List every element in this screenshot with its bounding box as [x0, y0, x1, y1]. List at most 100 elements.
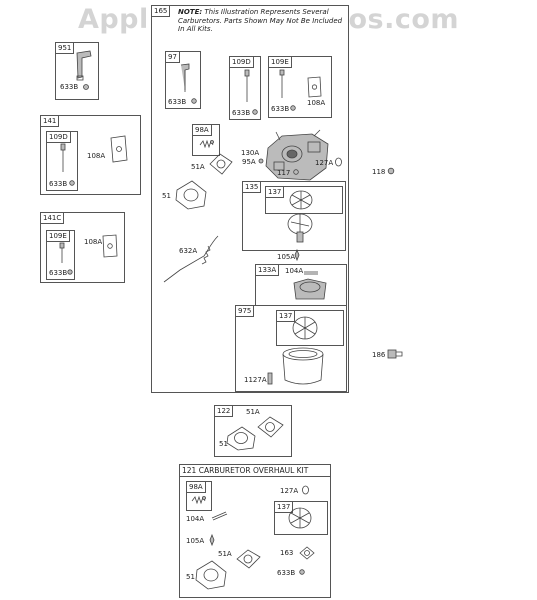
throttle-shaft-icon [59, 242, 65, 263]
subkit-137[interactable]: 137 [265, 186, 343, 214]
kit-951[interactable]: 951 633B [55, 42, 99, 100]
float-bowl-gasket-icon [289, 190, 313, 210]
fuel-fitting-icon [387, 349, 403, 359]
subkit-975-label: 975 [236, 306, 255, 317]
gasket-icon [209, 153, 233, 175]
part-51-label: 51 [186, 573, 195, 581]
inlet-needle-icon [209, 533, 215, 547]
subkit-137-label: 137 [277, 311, 296, 322]
float-bowl-gasket-icon [288, 507, 312, 529]
screw-icon [67, 269, 73, 275]
subkit-135[interactable]: 135 137 [242, 181, 346, 251]
idle-jet-icon [258, 158, 264, 164]
screw-icon [191, 98, 197, 104]
kit-951-label: 951 [56, 43, 75, 54]
part-632A-label: 632A [179, 247, 198, 255]
governor-lever-icon [76, 50, 92, 81]
fitting-icon [293, 169, 299, 175]
part-51-label: 51 [219, 440, 228, 448]
welch-plug-icon [302, 485, 309, 495]
throttle-shaft-icon [60, 143, 66, 172]
part-51A-label: 51A [191, 163, 205, 171]
screw-icon [83, 84, 89, 90]
note-prefix: NOTE: [178, 8, 203, 16]
idle-screw-spring-icon [199, 139, 214, 149]
kit-121[interactable]: 121 CARBURETOR OVERHAUL KIT 98A 127A 104… [179, 464, 331, 598]
part-51A-label: 51A [246, 408, 260, 416]
float-icon [287, 213, 313, 243]
assembly-165[interactable]: 165 NOTE: This Illustration Represents S… [151, 5, 349, 393]
part-118-label: 118 [372, 168, 386, 176]
part-108A-label: 108A [307, 99, 326, 107]
subkit-137-label: 137 [266, 187, 285, 198]
kit-141C[interactable]: 141C 109E 633B 108A [40, 212, 125, 283]
governor-link-spring-icon [163, 235, 219, 283]
part-186-label: 186 [372, 351, 386, 359]
inlet-needle-icon [294, 248, 300, 262]
screw-icon [69, 180, 75, 186]
part-104A-label: 104A [285, 267, 304, 275]
subkit-109D-label: 109D [230, 57, 254, 68]
part-108A-label: 108A [87, 152, 106, 160]
part-633B-label: 633B [49, 180, 68, 188]
idle-screw-spring-icon [191, 495, 206, 505]
spacer-gasket-icon [195, 560, 227, 590]
float-pin-icon [211, 511, 228, 521]
gasket-icon [236, 549, 261, 569]
part-163-label: 163 [280, 549, 294, 557]
screw-icon [252, 109, 258, 115]
carburetor-body-icon [265, 129, 329, 181]
kit-121-title: 121 CARBURETOR OVERHAUL KIT [182, 466, 308, 475]
subkit-97[interactable]: 97 633B [165, 51, 201, 109]
float-icon [293, 278, 327, 300]
part-633B-label: 633B [60, 83, 79, 91]
subkit-109D[interactable]: 109D 633B [229, 56, 261, 120]
throttle-shaft-icon [279, 69, 285, 98]
screw-icon [290, 105, 296, 111]
kit-141-label: 141 [41, 116, 60, 127]
subkit-109E-label: 109E [269, 57, 292, 68]
subkit-98A[interactable]: 98A [186, 481, 212, 511]
subkit-109E-label: 109E [47, 231, 70, 242]
subkit-133A-label: 133A [256, 265, 280, 276]
assembly-165-label: 165 [152, 6, 171, 17]
float-pin-icon [304, 271, 318, 275]
screw-icon [299, 569, 305, 575]
part-127A-label: 127A [280, 487, 299, 495]
part-105A-label: 105A [186, 537, 205, 545]
part-130A-label: 130A [241, 149, 260, 157]
float-bowl-icon [282, 347, 324, 385]
part-117-label: 117 [277, 169, 291, 177]
part-633B-label: 633B [232, 109, 251, 117]
part-633B-label: 633B [277, 569, 296, 577]
float-bowl-gasket-icon [292, 316, 318, 340]
subkit-109D[interactable]: 109D 633B [46, 131, 78, 191]
part-633B-label: 633B [49, 269, 68, 277]
throttle-shaft-icon [244, 69, 250, 102]
part-51A-label: 51A [218, 550, 232, 558]
throttle-plate-icon [110, 135, 128, 163]
note-body: This Illustration Represents Several Car… [178, 8, 343, 33]
part-633B-label: 633B [271, 105, 290, 113]
fitting-icon [387, 167, 395, 175]
kit-141[interactable]: 141 109D 633B 108A [40, 115, 141, 195]
subkit-109E[interactable]: 109E 633B [46, 230, 75, 280]
spacer-gasket-icon [226, 426, 256, 451]
subkit-975[interactable]: 975 137 1127A [235, 305, 347, 392]
subkit-98A-label: 98A [193, 125, 212, 136]
subkit-137[interactable]: 137 [276, 310, 344, 346]
subkit-98A-label: 98A [187, 482, 206, 493]
bowl-screw-icon [267, 372, 273, 385]
kit-122[interactable]: 122 51A 51 [214, 405, 292, 457]
note-text: NOTE: This Illustration Represents Sever… [178, 8, 343, 34]
subkit-109E[interactable]: 109E 633B 108A [268, 56, 332, 118]
fuel-gasket-icon [299, 546, 315, 560]
subkit-137[interactable]: 137 [274, 501, 328, 535]
subkit-98A[interactable]: 98A [192, 124, 220, 156]
subkit-135-label: 135 [243, 182, 262, 193]
subkit-137-label: 137 [275, 502, 294, 513]
subkit-133A[interactable]: 133A 104A [255, 264, 347, 307]
title-divider [180, 476, 330, 477]
subkit-109D-label: 109D [47, 132, 71, 143]
